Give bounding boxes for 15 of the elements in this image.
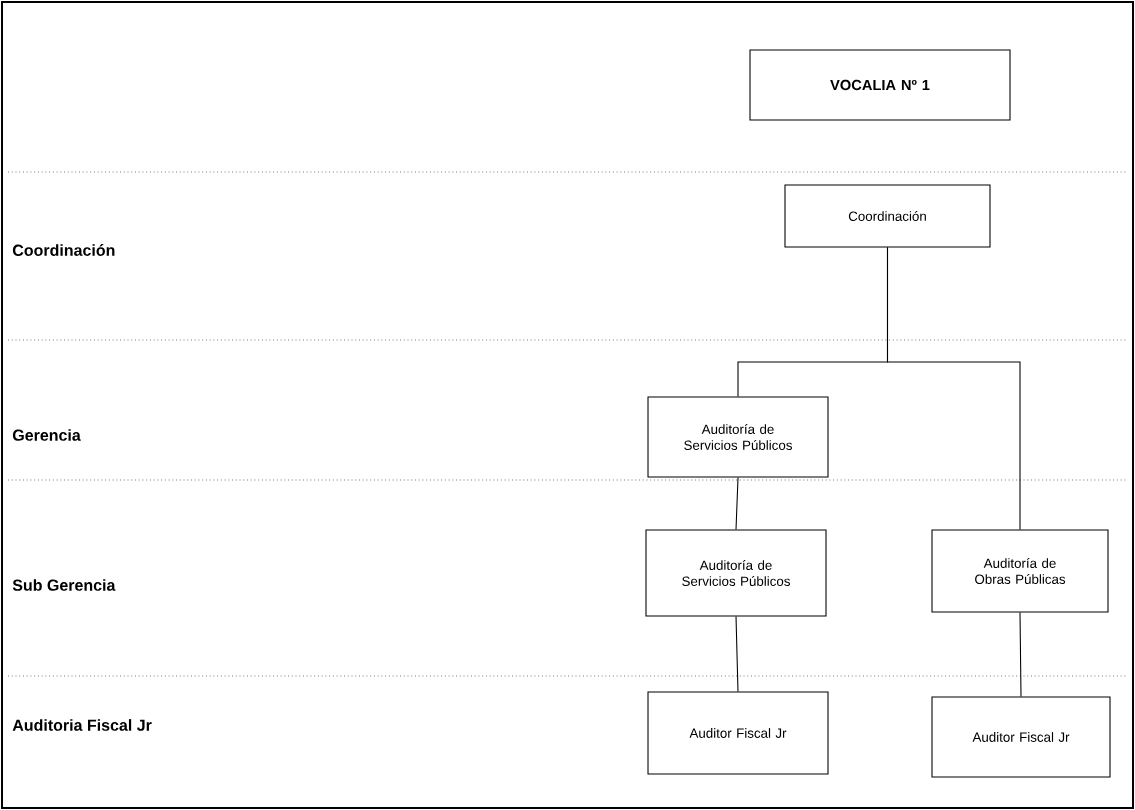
connector-line	[1019, 612, 1022, 697]
row-label: Auditoria Fiscal Jr	[12, 719, 152, 731]
org-box: Auditoría de Servicios Públicos	[645, 529, 827, 617]
connector-line	[735, 477, 739, 530]
org-box: Auditor Fiscal Jr	[931, 696, 1111, 778]
row-label: Coordinación	[12, 244, 115, 256]
org-box: Auditor Fiscal Jr	[647, 691, 829, 775]
row-label: Sub Gerencia	[12, 579, 116, 591]
org-box: VOCALIA Nº 1	[749, 49, 1011, 121]
org-box: Coordinación	[784, 184, 991, 248]
org-box: Auditoría de Servicios Públicos	[647, 396, 829, 478]
connector-line	[735, 616, 739, 692]
connector-line	[886, 247, 1021, 530]
row-label: Gerencia	[12, 429, 81, 441]
org-box: Auditoría de Obras Públicas	[931, 529, 1109, 613]
